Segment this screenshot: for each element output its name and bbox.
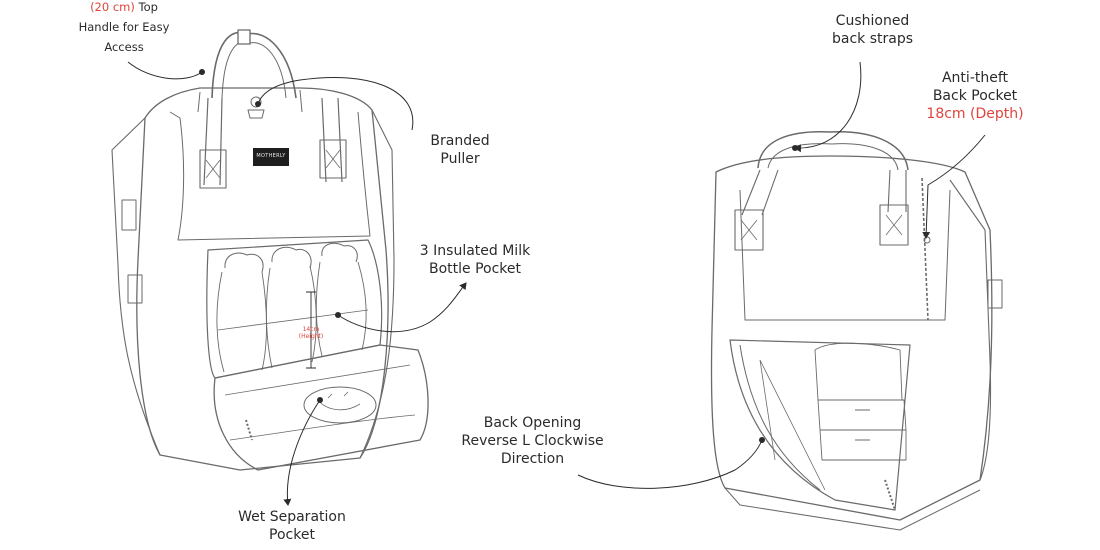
label-milk-pocket: 3 Insulated Milk Bottle Pocket	[419, 243, 531, 278]
back-opening-outline	[729, 339, 911, 511]
leader-back-straps	[794, 61, 862, 153]
callout-dot-milk-pocket	[335, 312, 341, 318]
leader-top-handle	[127, 61, 203, 80]
top-handle-length: (20 cm)	[90, 0, 135, 14]
back-body-outline	[710, 155, 993, 521]
label-pocket-height: 14cm (Height)	[298, 326, 324, 341]
label-back-opening: Back Opening Reverse L Clockwise Directi…	[461, 415, 604, 468]
leader-anti-theft	[922, 134, 986, 239]
callout-dot-top-handle	[199, 69, 205, 75]
callout-dot-wet-pocket	[317, 397, 323, 403]
front-backpack	[111, 29, 429, 471]
callout-dot-branded-puller	[255, 101, 261, 107]
brand-tag-text: MOTHERLY	[256, 153, 286, 159]
front-pocket-outline	[206, 239, 383, 379]
back-backpack	[710, 131, 1003, 531]
leader-branded-puller	[257, 76, 414, 131]
callout-dot-back-opening	[759, 437, 765, 443]
anti-theft-depth: 18cm (Depth)	[926, 106, 1024, 123]
label-top-handle: (20 cm) Top Handle for Easy Access	[78, 0, 170, 54]
leader-wet-pocket	[283, 399, 321, 506]
cushioned-straps-sketch	[757, 131, 909, 171]
leader-milk-pocket	[337, 282, 467, 333]
front-body-outline	[136, 87, 389, 471]
label-back-straps: Cushioned back straps	[831, 13, 914, 48]
leader-back-opening	[577, 439, 763, 489]
brand-tag	[253, 148, 289, 166]
label-branded-puller: Branded Puller	[430, 133, 490, 168]
label-wet-pocket: Wet Separation Pocket	[238, 509, 346, 544]
label-anti-theft: Anti-theft Back Pocket 18cm (Depth)	[910, 69, 1040, 124]
callout-dot-back-straps	[792, 145, 798, 151]
wet-pocket-flap	[213, 344, 429, 471]
